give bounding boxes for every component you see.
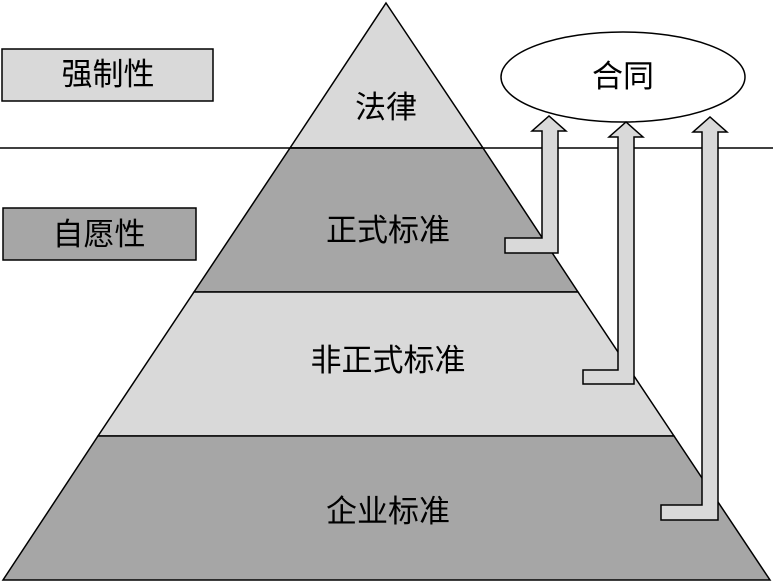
arrow-formal-standards-to-contract (504, 114, 568, 254)
mandatory-box-label: 强制性 (62, 57, 155, 93)
arrow-enterprise-standards-to-contract (660, 115, 729, 521)
voluntary-box: 自愿性 (2, 207, 197, 261)
voluntary-box-label: 自愿性 (53, 217, 146, 253)
mandatory-box: 强制性 (1, 48, 214, 102)
layer-label-enterprise-standards: 企业标准 (326, 494, 450, 530)
pyramid-layer-law (288, 1, 485, 149)
voluntary-box-frame (2, 207, 197, 261)
arrow-informal-standards-to-contract (582, 120, 645, 385)
pyramid-layer-enterprise-standards (1, 435, 772, 581)
layer-label-informal-standards: 非正式标准 (311, 343, 466, 379)
mandatory-box-frame (1, 48, 214, 102)
contract-ellipse: 合同 (500, 31, 746, 123)
contract-label: 合同 (592, 59, 654, 95)
layer-label-formal-standards: 正式标准 (326, 213, 450, 249)
contract-ellipse-shape (500, 31, 746, 123)
layer-label-law: 法律 (355, 90, 417, 126)
